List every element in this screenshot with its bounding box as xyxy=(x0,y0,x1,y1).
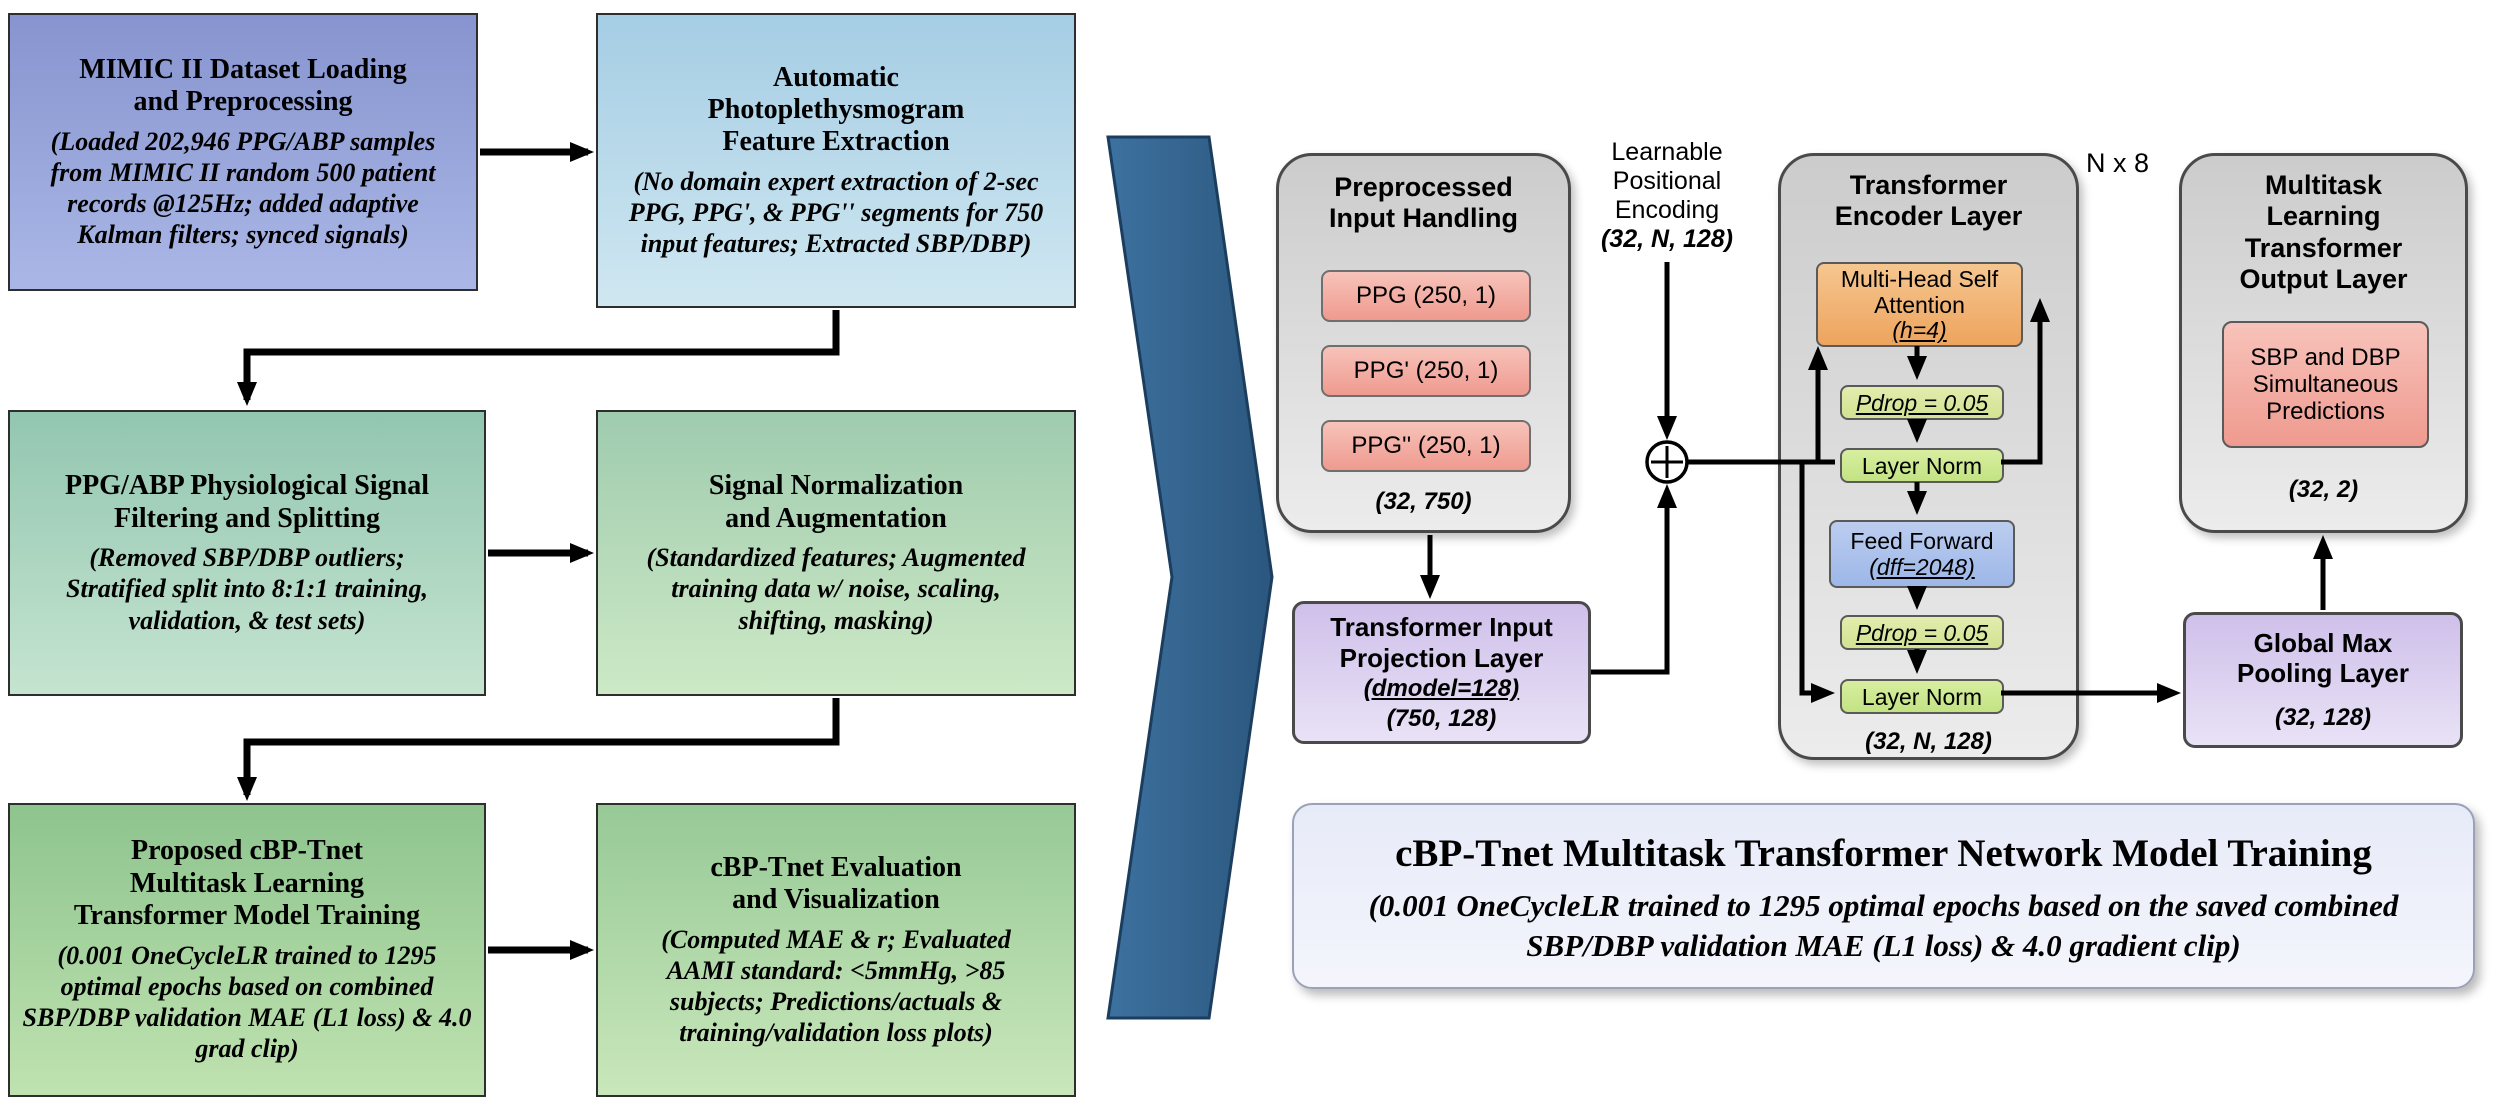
flow-chevron-arrow xyxy=(1106,135,1274,1020)
step-title: Signal Normalization and Augmentation xyxy=(708,470,964,534)
step-body: (0.001 OneCycleLR trained to 1295 optima… xyxy=(22,940,472,1064)
step-body: (Computed MAE & r; Evaluated AAMI standa… xyxy=(661,924,1011,1048)
step-title: Automatic Photoplethysmogram Feature Ext… xyxy=(707,61,965,158)
input-block-title: Preprocessed Input Handling xyxy=(1329,172,1518,234)
encoder-shape: (32, N, 128) xyxy=(1865,728,1992,755)
step-title: PPG/ABP Physiological Signal Filtering a… xyxy=(64,470,430,534)
feed-forward-label: Feed Forward xyxy=(1850,528,1994,555)
positional-encoding-label-block: Learnable Positional Encoding (32, N, 12… xyxy=(1577,138,1757,254)
dropout1-box: Pdrop = 0.05 xyxy=(1840,385,2004,420)
input-block-shape: (32, 750) xyxy=(1375,488,1472,515)
multitask-output-block: Multitask Learning Transformer Output La… xyxy=(2179,153,2468,533)
multi-head-attention-box: Multi-Head Self Attention (h=4) xyxy=(1816,262,2023,347)
step-title: Proposed cBP-Tnet Multitask Learning Tra… xyxy=(73,835,421,932)
dropout2-box: Pdrop = 0.05 xyxy=(1840,615,2004,650)
transformer-encoder-block: Transformer Encoder Layer Multi-Head Sel… xyxy=(1778,153,2079,760)
step-body: (Standardized features; Augmented traini… xyxy=(646,543,1026,635)
prediction-label: SBP and DBP Simultaneous Predictions xyxy=(2250,343,2401,426)
step-mimic-loading: MIMIC II Dataset Loading and Preprocessi… xyxy=(8,13,478,291)
step-normalization-augmentation: Signal Normalization and Augmentation (S… xyxy=(596,410,1076,696)
ppg-channel-box: PPG (250, 1) xyxy=(1321,270,1531,322)
layer-norm1-box: Layer Norm xyxy=(1840,448,2004,483)
step-body: (Removed SBP/DBP outliers; Stratified sp… xyxy=(66,543,428,635)
arrow-normalization-to-training xyxy=(237,698,840,801)
pooling-shape: (32, 128) xyxy=(2274,703,2372,731)
step-model-training: Proposed cBP-Tnet Multitask Learning Tra… xyxy=(8,803,486,1097)
add-positional-icon xyxy=(1645,440,1689,484)
attention-label: Multi-Head Self Attention xyxy=(1840,265,1999,318)
training-banner: cBP-Tnet Multitask Transformer Network M… xyxy=(1292,803,2475,989)
output-block-title: Multitask Learning Transformer Output La… xyxy=(2239,170,2408,294)
positional-encoding-label: Learnable Positional Encoding xyxy=(1611,138,1723,224)
projection-param: (dmodel=128) xyxy=(1363,674,1520,702)
attention-param: (h=4) xyxy=(1892,317,1947,344)
input-projection-box: Transformer Input Projection Layer (dmod… xyxy=(1292,601,1591,744)
output-block-shape: (32, 2) xyxy=(2288,476,2359,503)
step-title: cBP-Tnet Evaluation and Visualization xyxy=(710,851,962,916)
feed-forward-param: (dff=2048) xyxy=(1869,554,1975,580)
sbp-dbp-prediction-box: SBP and DBP Simultaneous Predictions xyxy=(2222,321,2429,448)
step-body: (No domain expert extraction of 2-sec PP… xyxy=(628,166,1044,259)
feed-forward-box: Feed Forward (dff=2048) xyxy=(1829,520,2015,588)
ppg-second-derivative-channel-box: PPG'' (250, 1) xyxy=(1321,420,1531,472)
arrow-projection-to-add xyxy=(1591,484,1677,675)
preprocessed-input-block: Preprocessed Input Handling PPG (250, 1)… xyxy=(1276,153,1571,533)
projection-shape: (750, 128) xyxy=(1386,704,1497,732)
global-max-pooling-box: Global Max Pooling Layer (32, 128) xyxy=(2183,612,2463,748)
pooling-title: Global Max Pooling Layer xyxy=(2237,628,2409,689)
encoder-repeat-label: N x 8 xyxy=(2086,148,2150,178)
ppg-derivative-channel-box: PPG' (250, 1) xyxy=(1321,345,1531,397)
banner-title: cBP-Tnet Multitask Transformer Network M… xyxy=(1395,832,2372,875)
encoder-title: Transformer Encoder Layer xyxy=(1834,170,2023,232)
step-signal-filtering: PPG/ABP Physiological Signal Filtering a… xyxy=(8,410,486,696)
arrow-extraction-to-filtering xyxy=(237,310,840,406)
step-evaluation-visualization: cBP-Tnet Evaluation and Visualization (C… xyxy=(596,803,1076,1097)
step-body: (Loaded 202,946 PPG/ABP samples from MIM… xyxy=(50,126,436,250)
projection-title: Transformer Input Projection Layer xyxy=(1330,612,1553,673)
positional-encoding-shape: (32, N, 128) xyxy=(1600,225,1733,253)
step-feature-extraction: Automatic Photoplethysmogram Feature Ext… xyxy=(596,13,1076,308)
step-title: MIMIC II Dataset Loading and Preprocessi… xyxy=(79,53,407,118)
layer-norm2-box: Layer Norm xyxy=(1840,679,2004,714)
banner-body: (0.001 OneCycleLR trained to 1295 optima… xyxy=(1368,888,2399,964)
